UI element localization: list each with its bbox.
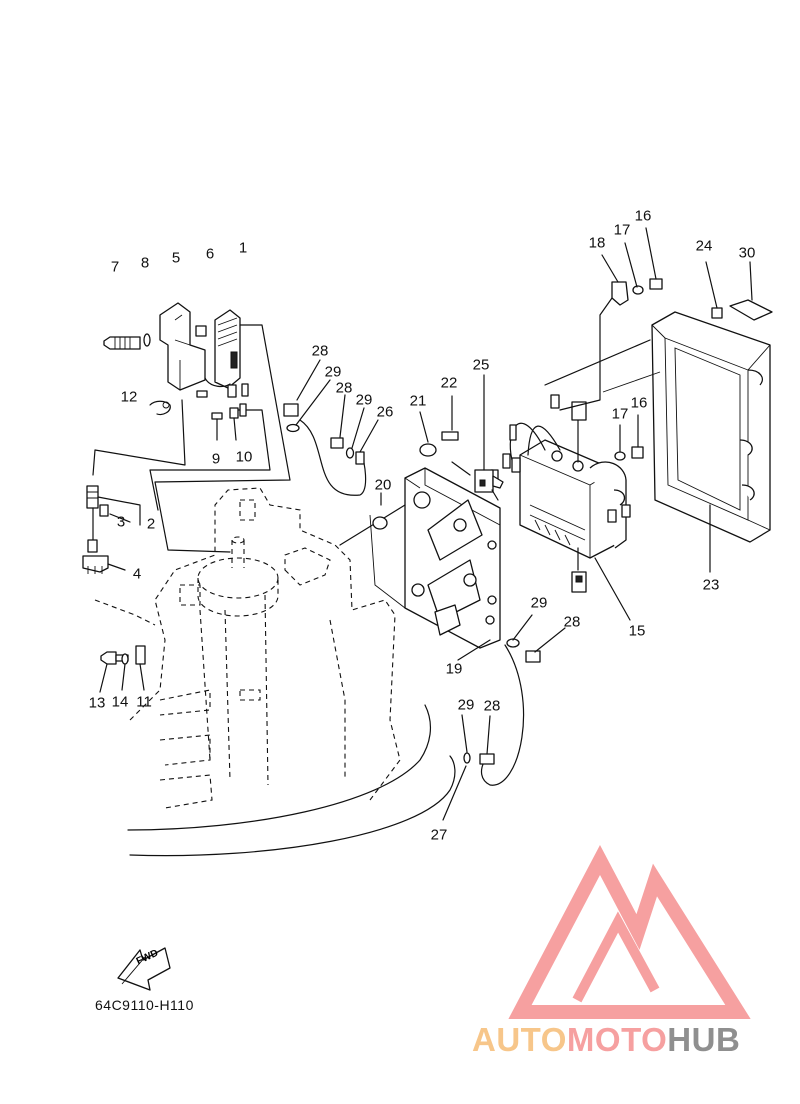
callout-16: 16 bbox=[630, 394, 648, 412]
callout-30: 30 bbox=[738, 244, 756, 262]
callout-28: 28 bbox=[563, 613, 581, 631]
callout-10: 10 bbox=[235, 448, 253, 466]
callout-2: 2 bbox=[146, 515, 156, 533]
reference-code: 64C9110-H110 bbox=[95, 997, 194, 1013]
callout-22: 22 bbox=[440, 374, 458, 392]
bolt-24 bbox=[705, 261, 723, 319]
label-plate-30 bbox=[729, 261, 773, 321]
bottom-cowling bbox=[127, 704, 456, 857]
connector-25 bbox=[451, 374, 504, 501]
callout-28: 28 bbox=[335, 379, 353, 397]
watermark-hub: HUB bbox=[667, 1021, 741, 1058]
callout-13: 13 bbox=[88, 694, 106, 712]
callout-8: 8 bbox=[140, 254, 150, 272]
callout-7: 7 bbox=[110, 258, 120, 276]
callout-28: 28 bbox=[483, 697, 501, 715]
sensor-assembly bbox=[82, 399, 186, 574]
callout-1: 1 bbox=[238, 239, 248, 257]
callout-17: 17 bbox=[613, 221, 631, 239]
callout-18: 18 bbox=[588, 234, 606, 252]
callout-20: 20 bbox=[374, 476, 392, 494]
crankshaft bbox=[197, 536, 279, 617]
callout-16: 16 bbox=[634, 207, 652, 225]
engine-block-outline bbox=[94, 487, 401, 809]
callout-3: 3 bbox=[116, 513, 126, 531]
callout-6: 6 bbox=[205, 245, 215, 263]
callout-25: 25 bbox=[472, 356, 490, 374]
small-fasteners-left bbox=[99, 645, 146, 693]
ground-leads-lower bbox=[442, 614, 566, 821]
watermark-moto: MOTO bbox=[566, 1021, 668, 1058]
callout-11: 11 bbox=[136, 693, 152, 711]
callout-9: 9 bbox=[211, 450, 221, 468]
callout-15: 15 bbox=[628, 622, 646, 640]
callout-26: 26 bbox=[376, 403, 394, 421]
callout-23: 23 bbox=[702, 576, 720, 594]
fwd-arrow-icon bbox=[117, 947, 171, 991]
callout-12: 12 bbox=[120, 388, 138, 406]
callout-14: 14 bbox=[111, 693, 129, 711]
callout-27: 27 bbox=[430, 826, 448, 844]
cover-23 bbox=[651, 311, 771, 573]
callout-29: 29 bbox=[324, 363, 342, 381]
watermark-logo bbox=[508, 844, 751, 1019]
grommets bbox=[372, 395, 459, 530]
callout-24: 24 bbox=[695, 237, 713, 255]
callout-17: 17 bbox=[611, 405, 629, 423]
callout-29: 29 bbox=[530, 594, 548, 612]
ground-leads-upper bbox=[283, 359, 379, 496]
watermark-brand: AUTOMOTOHUB bbox=[472, 1021, 740, 1059]
ecu-unit-15 bbox=[490, 394, 631, 621]
callout-21: 21 bbox=[409, 392, 427, 410]
watermark-auto: AUTO bbox=[472, 1021, 567, 1058]
callout-19: 19 bbox=[445, 660, 463, 678]
callout-29: 29 bbox=[355, 391, 373, 409]
callout-28: 28 bbox=[311, 342, 329, 360]
callout-4: 4 bbox=[132, 565, 142, 583]
clamp-fasteners-upper bbox=[544, 227, 663, 461]
ignition-coil-assembly bbox=[103, 302, 291, 553]
callout-5: 5 bbox=[171, 249, 181, 267]
mounting-bracket-19 bbox=[339, 467, 501, 649]
callout-29: 29 bbox=[457, 696, 475, 714]
